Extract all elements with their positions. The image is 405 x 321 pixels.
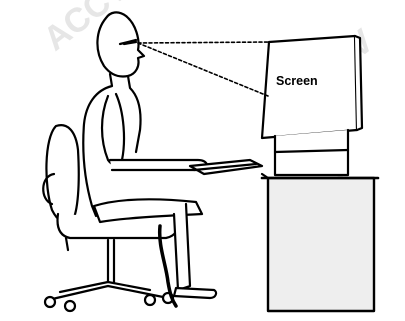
screen-label: Screen — [276, 74, 318, 88]
chair-wheel-3 — [145, 295, 155, 305]
desk-cabinet — [268, 178, 374, 311]
person — [83, 12, 216, 298]
sight-line-bottom — [138, 43, 268, 96]
lower-leg — [174, 204, 190, 290]
chair-wheel-1 — [45, 297, 55, 307]
chair-seat-bottom — [66, 238, 68, 250]
chair-wheel-2 — [65, 301, 75, 311]
sight-line-top — [138, 42, 270, 43]
foot — [174, 288, 216, 298]
monitor — [262, 36, 362, 175]
torso-front — [128, 76, 141, 152]
sight-lines — [138, 42, 270, 96]
upper-arm — [102, 94, 124, 165]
desk — [262, 174, 378, 311]
